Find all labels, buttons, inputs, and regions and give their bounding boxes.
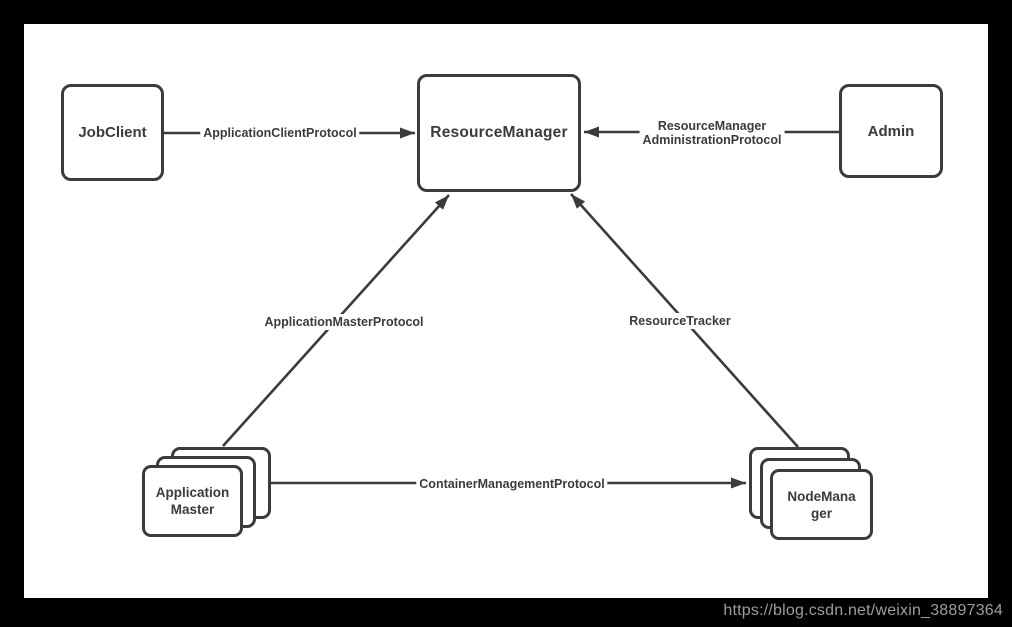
edge-label-container-management-protocol: ContainerManagementProtocol bbox=[416, 476, 608, 492]
job-client-label: JobClient bbox=[78, 124, 147, 141]
node-manager-node: NodeMana ger bbox=[770, 469, 873, 540]
edge-label-resource-tracker: ResourceTracker bbox=[626, 313, 734, 329]
edge-label-application-master-protocol: ApplicationMasterProtocol bbox=[261, 314, 427, 330]
edge-label-resource-manager-administration-protocol: ResourceManager AdministrationProtocol bbox=[639, 118, 785, 148]
admin-label: Admin bbox=[867, 122, 915, 140]
node-manager-label: NodeMana ger bbox=[787, 488, 856, 521]
application-master-label: Application Master bbox=[155, 485, 230, 517]
job-client-node: JobClient bbox=[61, 84, 164, 181]
application-master-node: Application Master bbox=[142, 465, 243, 537]
csdn-watermark: https://blog.csdn.net/weixin_38897364 bbox=[723, 602, 1003, 619]
edge-label-application-client-protocol: ApplicationClientProtocol bbox=[200, 125, 360, 141]
admin-node: Admin bbox=[839, 84, 943, 178]
resource-manager-node: ResourceManager bbox=[417, 74, 581, 192]
resource-manager-label: ResourceManager bbox=[430, 124, 568, 141]
diagram-canvas: Application Master NodeMana ger JobClien… bbox=[24, 24, 988, 598]
